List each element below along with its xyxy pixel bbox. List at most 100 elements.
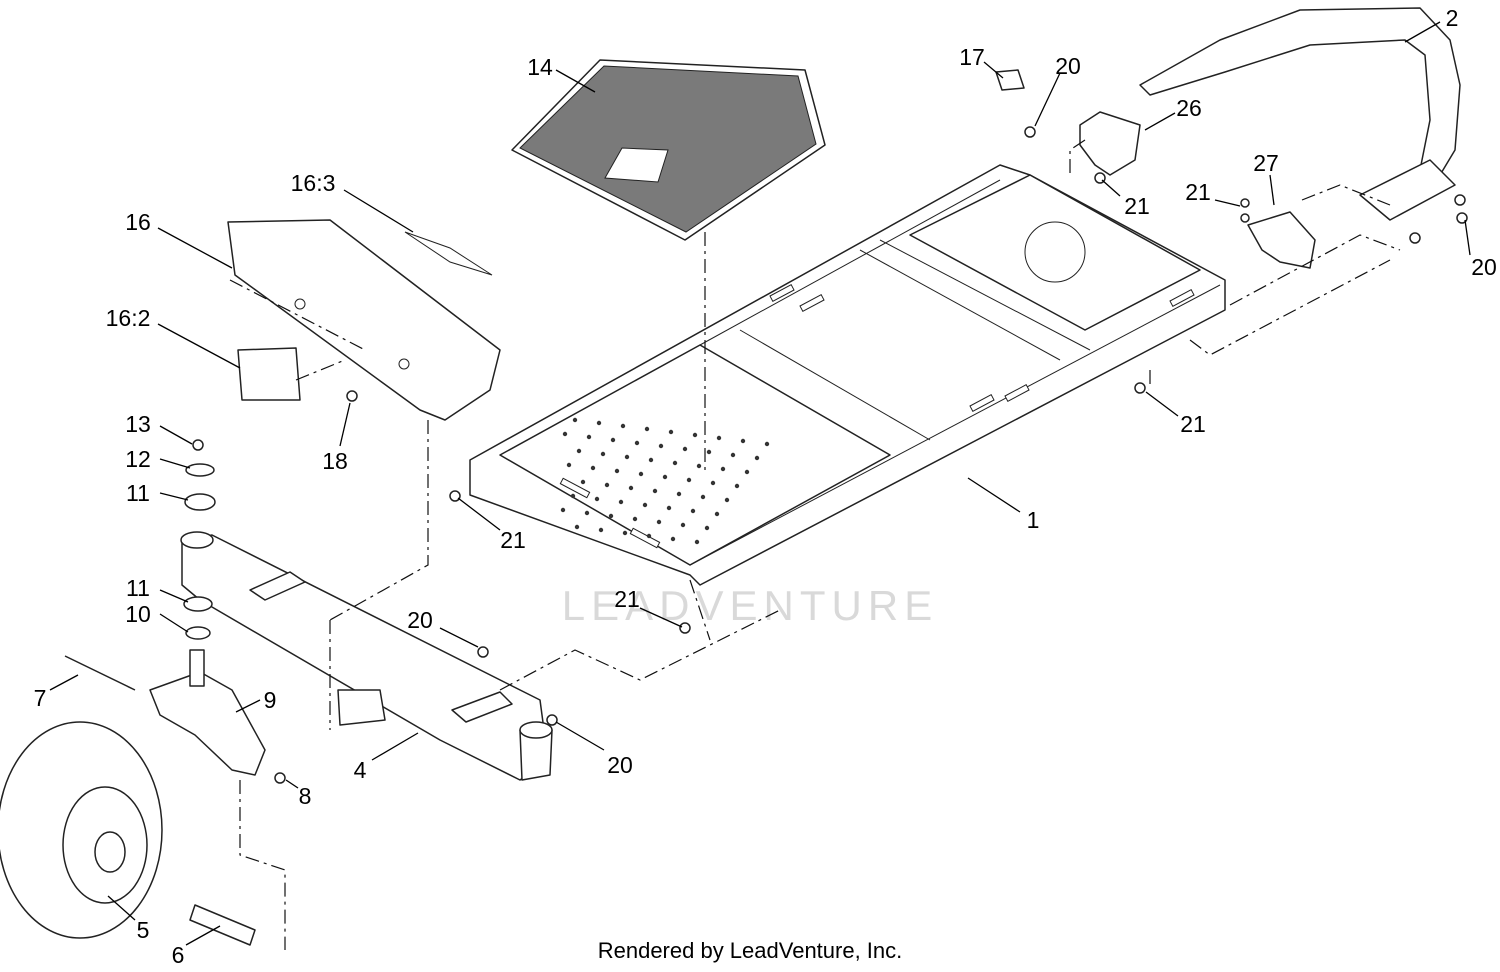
alignment-line: [295, 359, 346, 381]
perforation-dot: [600, 451, 606, 457]
perforation-dot: [666, 505, 672, 511]
footrest-panel: [227, 219, 501, 421]
perforation-dot: [594, 496, 600, 502]
perforation-dot: [662, 474, 668, 480]
spacer-6: [189, 904, 256, 946]
perforation-dot: [610, 437, 616, 443]
leader-line: [639, 607, 683, 628]
perforation-dot: [672, 460, 678, 466]
perforation-dot: [730, 452, 736, 458]
bolt-20: [1409, 232, 1421, 244]
leader-line: [1464, 219, 1471, 256]
leader-line: [371, 732, 419, 761]
perforation-dot: [632, 516, 638, 522]
alignment-line: [1301, 184, 1391, 206]
perforation-dot: [740, 438, 746, 444]
rops-tube: [1139, 7, 1461, 176]
bearing-11-top: [184, 493, 216, 511]
bolt-20: [1024, 126, 1036, 138]
perforation-dot: [576, 448, 582, 454]
perforation-dot: [570, 493, 576, 499]
perforation-dot: [682, 446, 688, 452]
decal-16-3: [404, 231, 493, 276]
bearing-11-bottom: [183, 596, 213, 612]
leader-line: [1144, 112, 1176, 131]
callout-label: 17: [959, 44, 985, 70]
leader-line: [1404, 21, 1441, 43]
callout-label: 26: [1176, 95, 1202, 121]
perforation-dot: [720, 466, 726, 472]
cross-member: [879, 239, 1091, 351]
leader-line: [157, 227, 233, 269]
perforation-dot: [754, 455, 760, 461]
callout-label: 6: [172, 942, 185, 968]
bracket-27: [1247, 211, 1316, 269]
perforation-dot: [716, 435, 722, 441]
nut-8: [274, 772, 286, 784]
mat-heel-pad: [604, 147, 669, 183]
mount-hole: [1024, 221, 1086, 283]
caster-stem: [189, 649, 205, 687]
callout-label: 1: [1027, 507, 1040, 533]
decal-16-2: [237, 347, 301, 401]
axle-bracket: [249, 571, 306, 601]
leader-line: [555, 721, 605, 751]
leader-line: [159, 458, 191, 469]
callout-label: 13: [125, 411, 151, 437]
footrest-body: [227, 219, 501, 421]
perforation-dot: [614, 468, 620, 474]
bracket-26: [1079, 111, 1141, 176]
callout-label: 4: [354, 757, 367, 783]
callout-label: 21: [1124, 193, 1150, 219]
alignment-line: [1069, 139, 1086, 175]
callout-label: 10: [125, 601, 151, 627]
perforation-dot: [696, 463, 702, 469]
bolt-7: [64, 655, 136, 691]
leader-line: [1214, 199, 1241, 207]
alignment-line: [689, 579, 711, 641]
leader-line: [1034, 72, 1061, 127]
leader-line: [967, 477, 1021, 513]
perforation-dot: [690, 508, 696, 514]
perforation-dot: [670, 536, 676, 542]
screw-18: [346, 390, 358, 402]
panel-hole: [294, 298, 306, 310]
perforation-dot: [656, 519, 662, 525]
leader-line: [159, 425, 193, 445]
leader-line: [1145, 391, 1179, 417]
perforation-dot: [706, 449, 712, 455]
perforation-dot: [562, 431, 568, 437]
perforation-dot: [620, 423, 626, 429]
leader-line: [439, 627, 479, 648]
perforation-dot: [680, 522, 686, 528]
leader-line: [159, 589, 189, 603]
floor-plate: [499, 344, 891, 566]
callout-label: 11: [126, 575, 150, 601]
callout-label: 21: [1185, 179, 1211, 205]
callout-label: 2: [1446, 5, 1459, 31]
perforation-dot: [692, 432, 698, 438]
alignment-line: [499, 609, 781, 691]
bolt-13: [192, 439, 204, 451]
alignment-line: [1229, 234, 1401, 306]
panel-hole: [398, 358, 410, 370]
leader-line: [185, 925, 221, 946]
watermark-text: LEADVENTURE: [562, 582, 938, 629]
rail-slot: [1169, 289, 1195, 307]
bolt-20: [477, 646, 489, 658]
perforation-dot: [618, 499, 624, 505]
perforation-dot: [624, 454, 630, 460]
main-frame: [469, 164, 1226, 586]
callout-label: 21: [614, 586, 640, 612]
perforation-dot: [646, 533, 652, 539]
perforation-dot: [638, 471, 644, 477]
leader-line: [107, 895, 136, 921]
nut-21: [679, 622, 691, 634]
callout-label: 7: [34, 685, 47, 711]
rail-slot: [799, 294, 825, 312]
callout-label: 14: [527, 54, 553, 80]
callout-label: 16:3: [291, 170, 336, 196]
perforation-dot: [584, 510, 590, 516]
leader-line: [1101, 179, 1121, 197]
callout-label: 11: [126, 480, 150, 506]
